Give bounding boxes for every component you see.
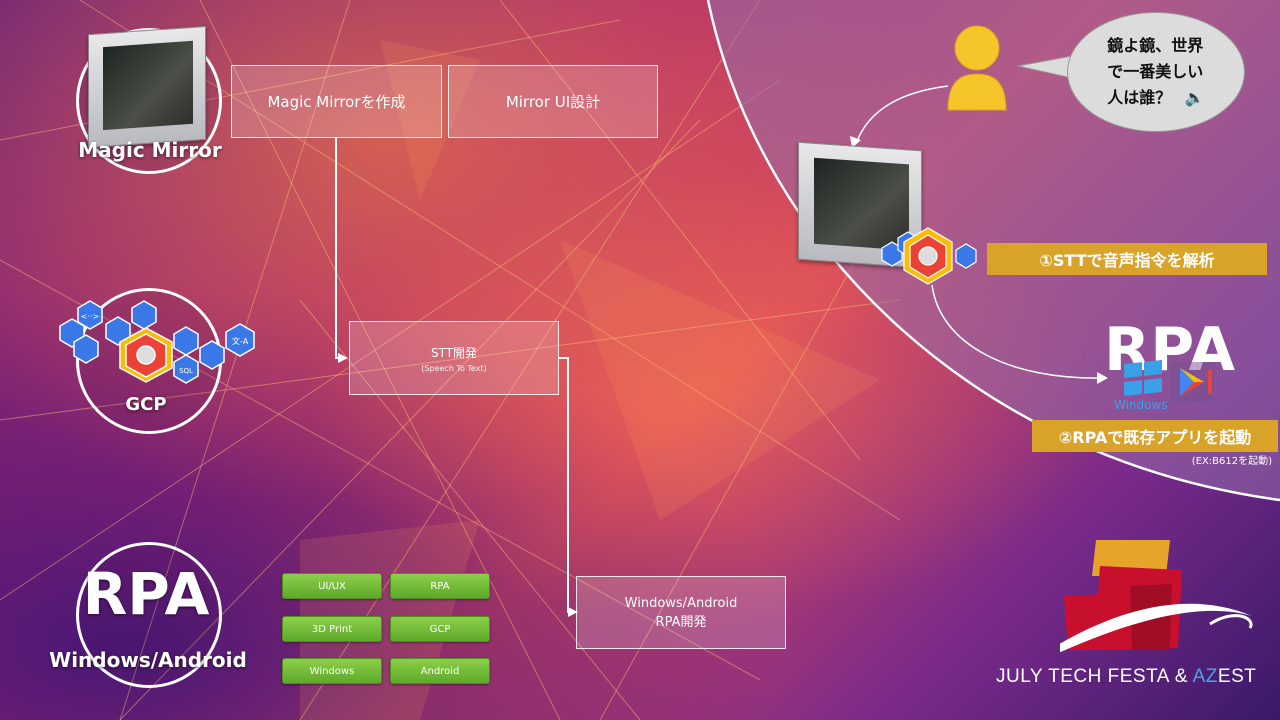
flow-box-magic-mirror-text: Magic Mirrorを作成 <box>267 93 406 111</box>
gcp-icon-small <box>881 227 977 285</box>
callout-rpa: ②RPAで既存アプリを起動 <box>1032 420 1278 452</box>
speech-bubble-tail <box>1018 55 1073 79</box>
flow-box-rpa-dev: Windows/Android RPA開発 <box>576 576 786 649</box>
magic-mirror-image <box>88 25 206 149</box>
tag-rpa: RPA <box>390 573 490 599</box>
rpa-circle-label: Windows/Android <box>49 648 247 672</box>
flow-box-mirror-ui-text: Mirror UI設計 <box>505 93 601 111</box>
flow-box-mirror-ui: Mirror UI設計 <box>448 65 658 138</box>
azest-logo <box>1060 540 1253 653</box>
svg-text:文-A: 文-A <box>232 336 249 346</box>
callout-stt: ①STTで音声指令を解析 <box>987 243 1267 275</box>
svg-text:SQL: SQL <box>179 367 193 375</box>
flow-box-stt-sub: (Speech To Text) <box>421 363 487 373</box>
flow-box-stt-text: STT開発 <box>430 345 478 360</box>
speech-line-1: 鏡よ鏡、世界 <box>1107 36 1204 55</box>
tag-3d-print: 3D Print <box>282 616 382 642</box>
speech-line-3: 人は誰？ 🔈 <box>1107 88 1205 107</box>
flow-box-stt: STT開発 (Speech To Text) <box>349 321 559 395</box>
gcp-icons-cluster: <··> SQL 文-A <box>59 300 255 384</box>
tag-gcp: GCP <box>390 616 490 642</box>
flow-box-rpa-dev-line2: RPA開発 <box>655 614 707 630</box>
rpa-circle-title: RPA <box>82 560 210 628</box>
flow-box-magic-mirror: Magic Mirrorを作成 <box>231 65 442 138</box>
play-store-icon <box>1170 362 1214 402</box>
magic-mirror-label: Magic Mirror <box>78 138 222 162</box>
tag-ui-ux: UI/UX <box>282 573 382 599</box>
windows-logo-icon <box>1124 360 1162 396</box>
speech-line-2: で一番美しい <box>1107 62 1204 81</box>
rpa-circle <box>76 542 222 688</box>
speaker-icon: 🔈 <box>1184 88 1205 107</box>
callout-rpa-note: (EX:B612を起動) <box>1191 456 1272 467</box>
user-icon <box>947 25 1007 111</box>
tag-android: Android <box>390 658 490 684</box>
windows-label: Windows <box>1114 398 1168 412</box>
tag-windows: Windows <box>282 658 382 684</box>
brand-text: JULY TECH FESTA & AZEST <box>996 666 1257 687</box>
flow-box-rpa-dev-line1: Windows/Android <box>624 595 738 611</box>
speech-bubble: 鏡よ鏡、世界 で一番美しい 人は誰？ 🔈 <box>1067 12 1245 132</box>
gcp-label: GCP <box>125 394 167 415</box>
svg-text:<··>: <··> <box>81 312 100 321</box>
